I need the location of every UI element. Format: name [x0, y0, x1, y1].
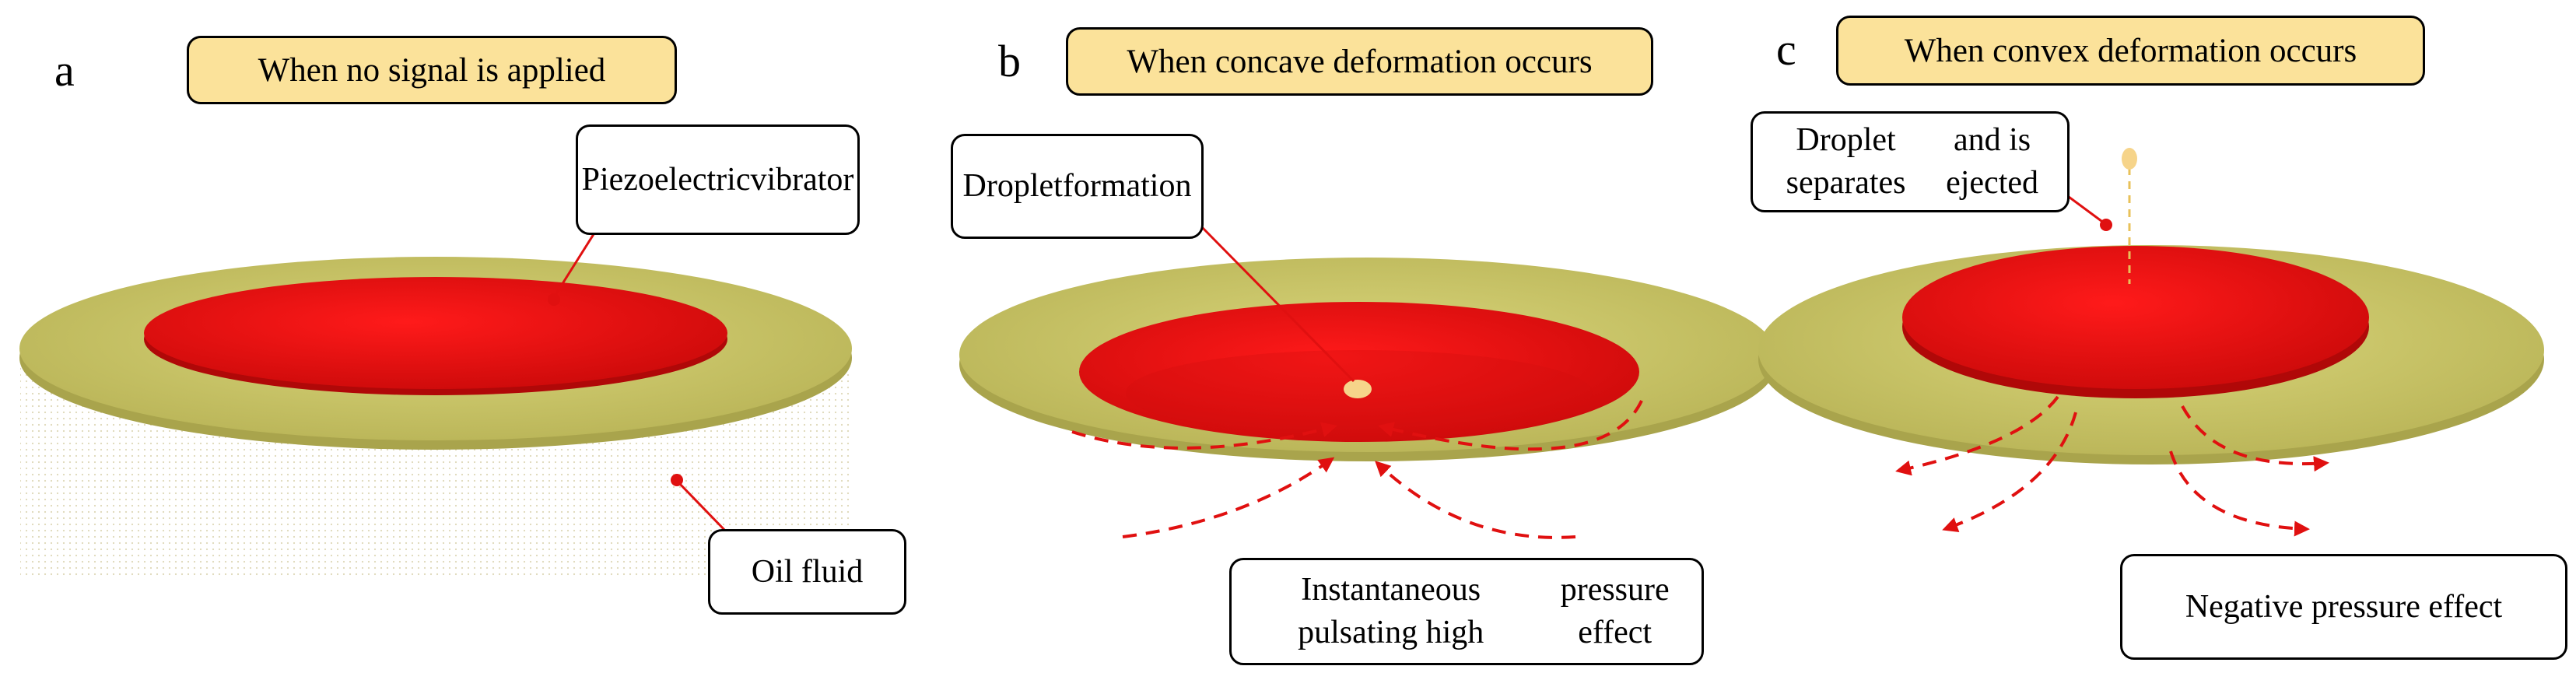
vibrator-leader-dot: [548, 293, 560, 306]
droplet-b-leader-line: [1199, 224, 1355, 383]
droplet-ejected-line-1: Droplet separates: [1786, 122, 1906, 201]
panel-a-header: When no signal is applied: [187, 36, 677, 104]
panel-a-disc: [144, 277, 727, 389]
high-pressure-callout: Instantaneous pulsating high pressure ef…: [1229, 558, 1704, 665]
arrow-c-1: [1895, 395, 2059, 476]
panel-b-graphics: [959, 224, 1776, 539]
fluid-leader-dot: [671, 474, 683, 486]
panel-c-header: When convex deformation occurs: [1836, 16, 2425, 86]
droplet-ejected-callout: Droplet separates and is ejected: [1751, 111, 2070, 212]
panel-b-disc: [1079, 302, 1639, 442]
droplet-c: [2122, 148, 2137, 170]
arrow-b-4: [1375, 461, 1576, 539]
vibrator-callout: Piezoelectric vibrator: [576, 124, 860, 235]
droplet-formation-line-2: formation: [1062, 168, 1192, 205]
panel-a-graphics: [19, 219, 853, 580]
droplet-c-leader-dot: [2100, 219, 2112, 231]
fluid-leader-line: [677, 481, 729, 535]
droplet-formation-line-1: Droplet: [962, 168, 1063, 205]
vibrator-callout-line-2: vibrator: [750, 161, 854, 198]
high-pressure-line-1: Instantaneous pulsating high: [1298, 572, 1484, 650]
panel-c-letter: c: [1776, 24, 1796, 75]
arrow-b-2: [1378, 400, 1643, 451]
arrow-b-3: [1122, 457, 1335, 538]
arrow-c-4: [2169, 450, 2310, 537]
arrow-c-2: [1942, 412, 2077, 533]
droplet-formation-callout: Droplet formation: [951, 134, 1204, 239]
droplet-ejected-line-2: and is ejected: [1946, 122, 2039, 201]
arrow-c-3: [2181, 405, 2329, 472]
negative-pressure-callout: Negative pressure effect: [2120, 554, 2567, 660]
vibrator-callout-line-1: Piezoelectric: [581, 161, 751, 198]
high-pressure-line-2: pressure effect: [1560, 572, 1670, 650]
droplet-b: [1344, 380, 1372, 398]
panel-b-header: When concave deformation occurs: [1066, 27, 1653, 96]
droplet-c-leader-line: [2065, 193, 2105, 225]
panel-a-letter: a: [54, 45, 75, 96]
arrow-b-1: [1071, 422, 1337, 450]
oil-fluid-callout: Oil fluid: [708, 529, 906, 615]
panel-b-letter: b: [998, 36, 1021, 86]
panel-c-graphics: [1758, 148, 2544, 537]
panel-c-disc: [1902, 246, 2369, 389]
